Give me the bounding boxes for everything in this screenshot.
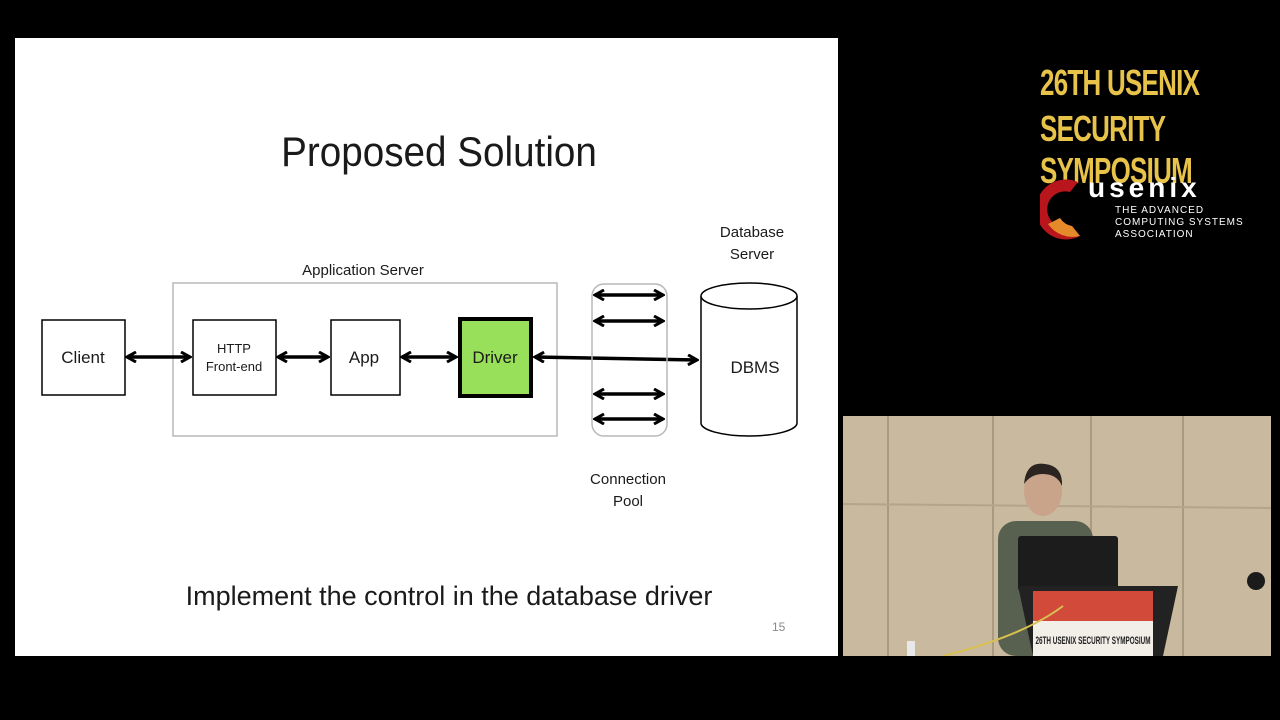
laptop [1018,536,1118,591]
speaker-scene: 26TH USENIX SECURITY SYMPOSIUM [843,416,1271,656]
usenix-logo-icon [1040,179,1080,240]
connection-pool-label-line2: Pool [613,493,643,510]
slide-title: Proposed Solution [281,128,597,175]
podium-banner-text: 26TH USENIX SECURITY SYMPOSIUM [1036,635,1151,647]
http-label-line1: HTTP [217,341,251,356]
slide-caption: Implement the control in the database dr… [185,581,713,611]
symposium-title-line2: SECURITY SYMPOSIUM [1040,108,1193,191]
architecture-diagram: Application Server Client HTTP Front-end… [41,224,798,510]
client-node [41,319,126,396]
symposium-title-line1: 26TH USENIX [1040,62,1200,103]
dbms-label: DBMS [730,358,779,377]
database-server-label-line1: Database [720,224,784,241]
app-label: App [349,348,379,367]
speaker-video: 26TH USENIX SECURITY SYMPOSIUM [843,416,1271,656]
client-label: Client [61,348,105,367]
application-server-label: Application Server [302,262,424,279]
usenix-tagline: THE ADVANCED COMPUTING SYSTEMS ASSOCIATI… [1115,205,1244,240]
arrow-driver-dbms [535,357,697,360]
driver-node [458,317,533,398]
driver-label: Driver [472,348,518,367]
connection-pool-group [591,283,668,437]
wall-outlet [1247,572,1265,590]
app-node [330,319,401,396]
slide-page-number: 15 [772,620,786,634]
database-server-label-line2: Server [730,246,774,263]
http-label-line2: Front-end [206,359,262,374]
usenix-wordmark: usenix [1088,172,1201,203]
presentation-slide: Proposed Solution Application Server Cli… [15,38,838,656]
dbms-node [700,282,798,437]
http-frontend-node [192,319,277,396]
speaker-head [1024,466,1062,516]
connection-pool-label-line1: Connection [590,471,666,488]
